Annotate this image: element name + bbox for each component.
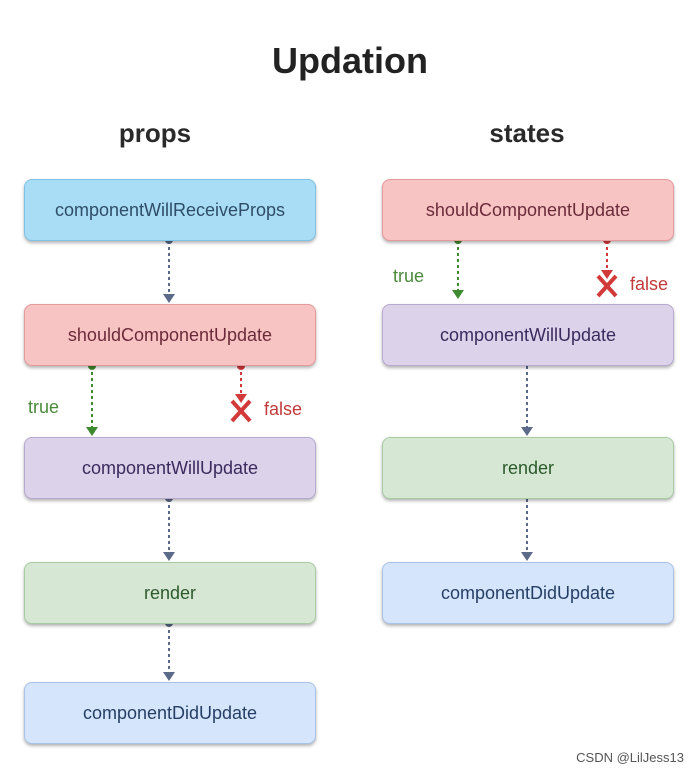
- states-component-will-update: componentWillUpdate: [382, 304, 674, 366]
- states-heading: states: [489, 118, 565, 148]
- diagram-title: Updation: [272, 40, 428, 81]
- states-true-label: true: [393, 266, 425, 286]
- props-component-will-update: componentWillUpdate: [24, 437, 316, 499]
- props-render: render: [24, 562, 316, 624]
- arrowheads: [86, 270, 613, 681]
- states-render: render: [382, 437, 674, 499]
- x-icon: [230, 274, 618, 423]
- states-should-component-update: shouldComponentUpdate: [382, 179, 674, 241]
- props-true-label: true: [28, 397, 60, 417]
- props-should-component-update: shouldComponentUpdate: [24, 304, 316, 366]
- props-heading: props: [118, 118, 192, 148]
- props-component-did-update: componentDidUpdate: [24, 682, 316, 744]
- props-component-will-receive-props: componentWillReceiveProps: [24, 179, 316, 241]
- watermark: CSDN @LilJess13: [576, 750, 684, 765]
- states-false-label: false: [630, 274, 669, 294]
- states-component-did-update: componentDidUpdate: [382, 562, 674, 624]
- props-false-label: false: [264, 399, 303, 419]
